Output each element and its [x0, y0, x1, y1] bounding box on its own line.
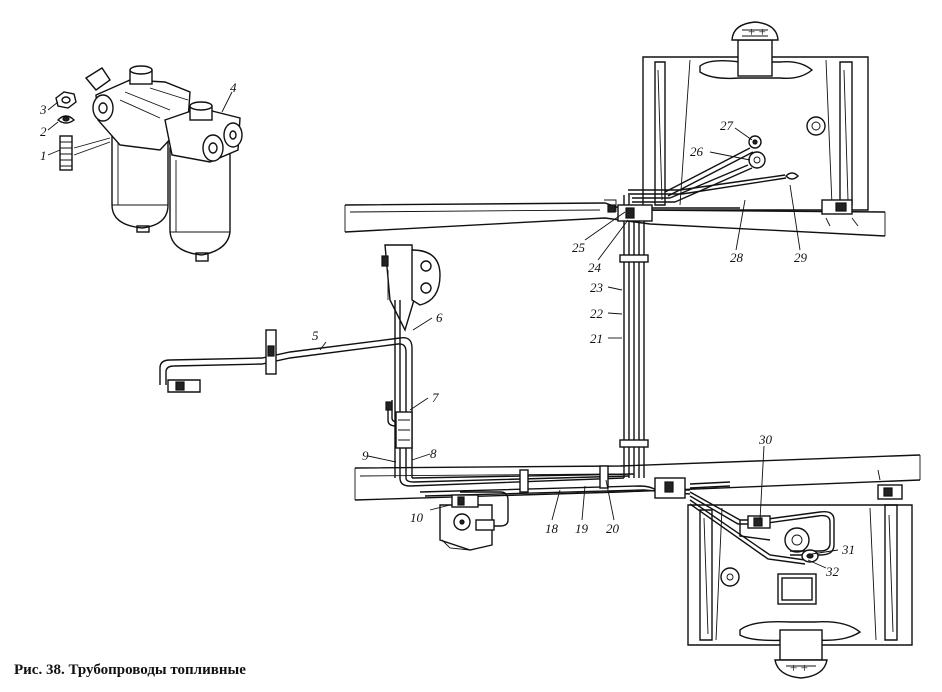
pipes-5-6 [159, 300, 413, 478]
label-2: 2 [40, 124, 47, 139]
label-21: 21 [590, 331, 603, 346]
label-19: 19 [575, 521, 589, 536]
lower-frame-rail [354, 454, 921, 501]
label-7: 7 [432, 390, 439, 405]
label-24: 24 [588, 260, 602, 275]
label-23: 23 [590, 280, 604, 295]
vertical-pipe-bundle [604, 195, 653, 478]
fuel-pump [439, 494, 495, 551]
pipes-7-8-9 [385, 400, 413, 449]
label-8: 8 [430, 446, 437, 461]
label-29: 29 [794, 250, 808, 265]
label-18: 18 [545, 521, 559, 536]
fuel-filter-assembly [47, 65, 243, 262]
label-30: 30 [758, 432, 773, 447]
label-31: 31 [841, 542, 855, 557]
label-27: 27 [720, 118, 734, 133]
figure-caption: Рис. 38. Трубопроводы топливные [14, 662, 246, 678]
label-32: 32 [825, 564, 840, 579]
fuel-pump-bracket [381, 244, 441, 332]
label-4: 4 [230, 80, 237, 95]
lower-pipe-bundle [399, 465, 731, 527]
label-6: 6 [436, 310, 443, 325]
lower-fuel-tank: + + [687, 469, 913, 679]
svg-text:+ +: + + [790, 660, 808, 675]
label-26: 26 [690, 144, 704, 159]
label-5: 5 [312, 328, 319, 343]
label-10: 10 [410, 510, 424, 525]
upper-fuel-tank: + + [642, 21, 869, 227]
label-9: 9 [362, 448, 369, 463]
upper-tank-pipes [628, 135, 799, 209]
label-3: 3 [39, 102, 47, 117]
label-22: 22 [590, 306, 604, 321]
label-25: 25 [572, 240, 586, 255]
svg-text:+ +: + + [748, 24, 766, 39]
label-28: 28 [730, 250, 744, 265]
label-20: 20 [606, 521, 620, 536]
lower-tank-pipes [689, 491, 835, 565]
leader-lines [319, 127, 839, 569]
label-1: 1 [40, 148, 47, 163]
callout-labels: 1 2 3 4 5 6 7 8 9 10 18 19 20 21 22 23 2… [39, 80, 855, 579]
